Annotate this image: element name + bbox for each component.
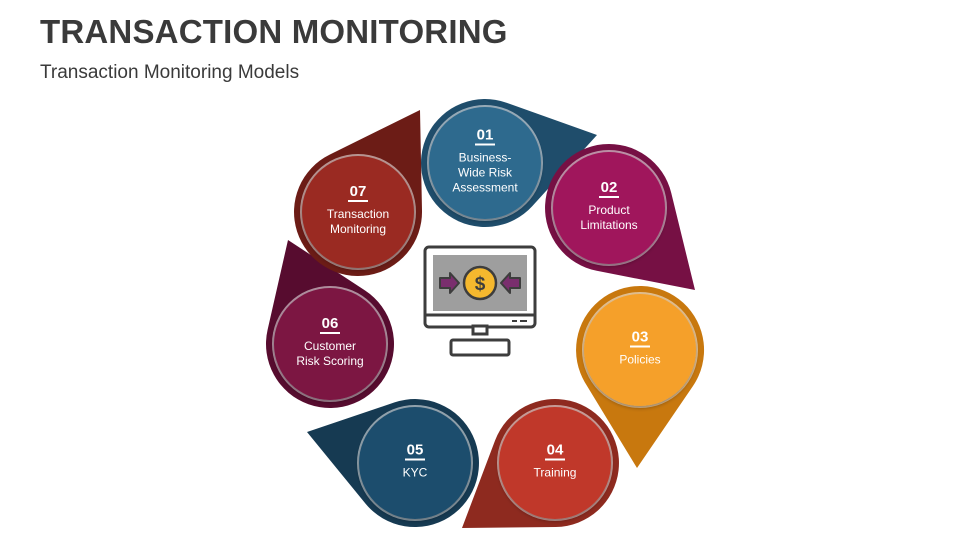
step-label: Monitoring (330, 222, 386, 236)
step-label: Assessment (452, 181, 518, 195)
step-label: Wide Risk (458, 166, 513, 180)
step-label: Limitations (580, 218, 637, 232)
monitor-dollar-exchange-icon: $ (423, 245, 537, 357)
step-circle (499, 407, 611, 519)
step-number: 03 (632, 329, 649, 346)
step-circle (553, 152, 665, 264)
step-label: Training (534, 466, 577, 480)
page-title: TRANSACTION MONITORING (40, 13, 508, 50)
step-circle (302, 156, 414, 268)
step-number: 07 (350, 183, 367, 200)
step-label: Business- (459, 151, 512, 165)
step-circle (274, 288, 386, 400)
step-number: 05 (407, 442, 424, 459)
step-number: 06 (322, 315, 339, 332)
step-circle (429, 107, 541, 219)
coin-icon: $ (462, 265, 498, 301)
step-label: Policies (619, 353, 660, 367)
step-label: Risk Scoring (296, 354, 363, 368)
arrow-left-icon (500, 272, 521, 294)
step-label: Customer (304, 339, 356, 353)
step-circles (272, 105, 698, 521)
step-number: 04 (547, 442, 564, 459)
page-subtitle: Transaction Monitoring Models (40, 62, 300, 83)
arrow-right-icon (439, 272, 460, 294)
step-number: 02 (601, 179, 618, 196)
currency-symbol: $ (475, 274, 486, 295)
step-circle (584, 294, 696, 406)
step-circle (359, 407, 471, 519)
step-label: Product (588, 203, 630, 217)
step-number: 01 (477, 127, 494, 144)
step-label: Transaction (327, 207, 389, 221)
step-label: KYC (403, 466, 428, 480)
